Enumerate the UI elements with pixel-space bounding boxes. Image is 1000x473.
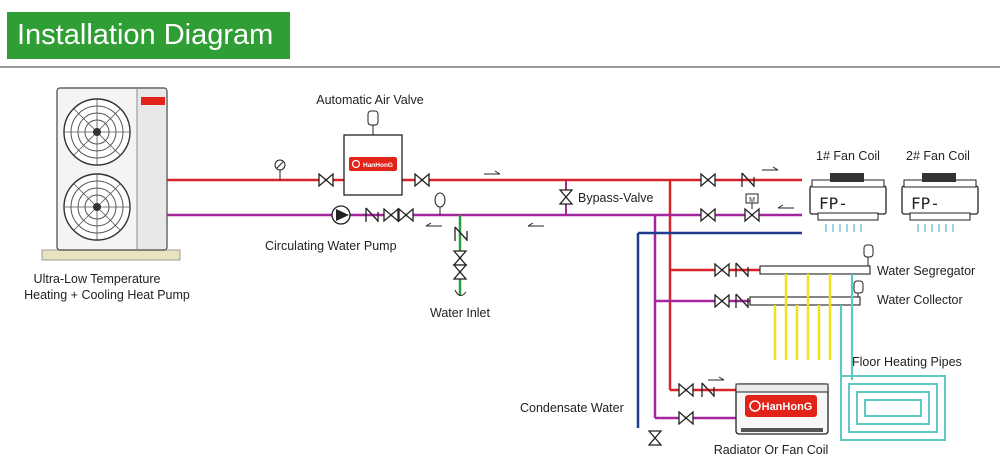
svg-text:M: M bbox=[749, 197, 755, 204]
fan-coil-2-label: 2# Fan Coil bbox=[906, 149, 970, 163]
gate-valve-icon bbox=[678, 411, 694, 425]
fan-coil-1-display: FP- bbox=[819, 194, 848, 213]
gate-valve-icon bbox=[714, 263, 730, 277]
water-collector-label: Water Collector bbox=[877, 293, 963, 307]
buffer-tank-brand: HanHonG bbox=[363, 162, 393, 169]
floor-heating-pipes-label: Floor Heating Pipes bbox=[852, 355, 962, 369]
water-inlet-assembly bbox=[453, 226, 468, 296]
condensate-water-label: Condensate Water bbox=[520, 401, 624, 415]
fan-coil-1-label: 1# Fan Coil bbox=[816, 149, 880, 163]
fan-coil-2: FP- bbox=[901, 173, 979, 232]
flow-arrow-icon bbox=[707, 376, 725, 381]
gate-valve-icon bbox=[700, 173, 716, 187]
expansion-vessel bbox=[434, 192, 446, 215]
water-inlet-label: Water Inlet bbox=[430, 306, 491, 320]
automatic-air-valve-label: Automatic Air Valve bbox=[316, 93, 424, 107]
gate-valve-icon bbox=[318, 173, 334, 187]
supply-pipe bbox=[167, 178, 802, 392]
bypass-valve-label: Bypass-Valve bbox=[578, 191, 654, 205]
buffer-tank: HanHonG bbox=[343, 124, 403, 196]
radiator-unit: HanHonG bbox=[735, 383, 829, 435]
heat-pump-unit bbox=[41, 87, 181, 261]
title-divider bbox=[0, 66, 1000, 68]
fan-coil-1: FP- bbox=[809, 173, 887, 232]
bypass-valve-icon bbox=[559, 189, 573, 205]
fan-coil-2-display: FP- bbox=[911, 194, 940, 213]
floor-manifold-pipes bbox=[773, 274, 854, 380]
fan-icon bbox=[63, 98, 131, 166]
circulating-pump-label: Circulating Water Pump bbox=[265, 239, 397, 253]
condensate-pipe bbox=[636, 231, 802, 428]
pressure-gauge-icon bbox=[274, 159, 286, 180]
gate-valve-icon bbox=[383, 208, 399, 222]
flow-arrow-icon bbox=[761, 166, 779, 171]
flow-arrow-icon bbox=[777, 204, 795, 209]
drain-valve-icon bbox=[648, 430, 662, 446]
gate-valve-icon bbox=[714, 294, 730, 308]
water-segregator-label: Water Segregator bbox=[877, 264, 975, 278]
gate-valve-icon bbox=[700, 208, 716, 222]
radiator-brand: HanHonG bbox=[762, 401, 813, 413]
gate-valve-icon bbox=[414, 173, 430, 187]
water-segregator bbox=[759, 244, 874, 275]
floor-heating-coil bbox=[840, 375, 946, 441]
gate-valve-icon bbox=[398, 208, 414, 222]
flow-arrow-icon bbox=[527, 222, 545, 227]
flow-arrow-icon bbox=[425, 222, 443, 227]
motor-valve-icon: M bbox=[744, 193, 760, 222]
heat-pump-label-line1: Ultra-Low Temperature bbox=[34, 272, 161, 286]
heat-pump-label-line2: Heating + Cooling Heat Pump bbox=[24, 288, 190, 302]
gate-valve-icon bbox=[678, 383, 694, 397]
fan-icon bbox=[63, 173, 131, 241]
page-title: Installation Diagram bbox=[7, 12, 290, 59]
water-collector bbox=[749, 280, 864, 306]
flow-arrow-icon bbox=[483, 170, 501, 175]
radiator-label: Radiator Or Fan Coil bbox=[714, 443, 829, 457]
air-vent-icon bbox=[367, 110, 379, 126]
pump-icon bbox=[331, 205, 351, 225]
